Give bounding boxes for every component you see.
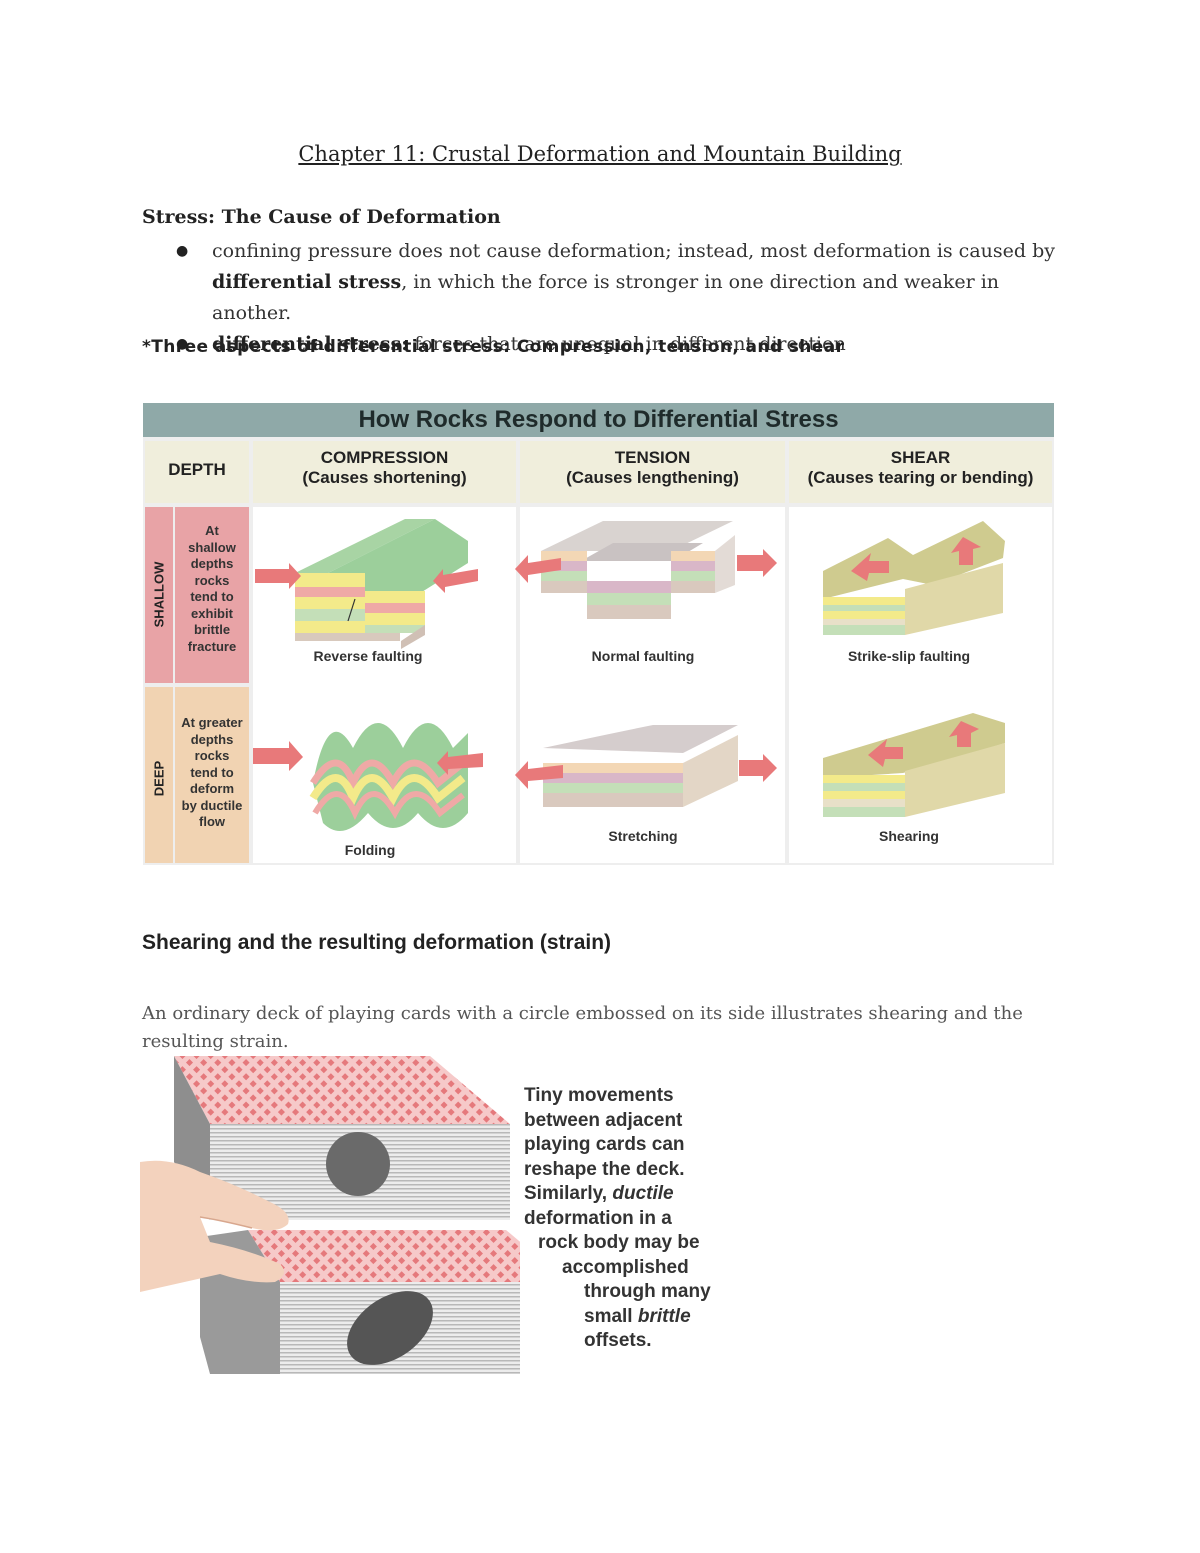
sheared-ellipse (347, 1291, 433, 1365)
reverse-faulting-diagram (255, 519, 478, 649)
column-subtitle: (Causes tearing or bending) (807, 468, 1034, 487)
folding-diagram (253, 723, 483, 831)
aspects-note: *Three aspects of differential stress: C… (142, 337, 845, 357)
column-header-shear: SHEAR (Causes tearing or bending) (789, 441, 1052, 503)
playing-cards-illustration (140, 1056, 520, 1374)
column-name: TENSION (614, 448, 691, 467)
caption-reverse-faulting: Reverse faulting (313, 648, 423, 664)
stretching-diagram (515, 725, 777, 807)
shallow-band: SHALLOW (145, 507, 173, 683)
figure-title: How Rocks Respond to Differential Stress (143, 403, 1054, 437)
depth-label: DEPTH (168, 460, 226, 479)
bullet-list: confining pressure does not cause deform… (142, 236, 1062, 360)
caption-shearing: Shearing (879, 828, 939, 844)
embossed-circle (326, 1132, 390, 1196)
bullet-item: confining pressure does not cause deform… (142, 236, 1062, 329)
bullet-text: confining pressure does not cause deform… (212, 240, 1055, 262)
stress-response-figure: How Rocks Respond to Differential Stress… (143, 403, 1054, 865)
caption-normal-faulting: Normal faulting (591, 648, 695, 664)
section-heading-stress: Stress: The Cause of Deformation (142, 206, 501, 228)
deep-band: DEEP (145, 687, 173, 863)
page-title: Chapter 11: Crustal Deformation and Moun… (298, 142, 902, 166)
column-header-compression: COMPRESSION (Causes shortening) (253, 441, 516, 503)
normal-faulting-diagram (515, 521, 777, 619)
column-name: SHEAR (890, 448, 951, 467)
hand-illustration (140, 1160, 289, 1292)
cards-explanation: Tiny movements between adjacent playing … (524, 1085, 711, 1351)
shearing-diagram (823, 713, 1005, 817)
bullet-bold-term: differential stress: (212, 333, 409, 355)
bullet-item: differential stress: forces that are une… (142, 329, 1062, 360)
depth-header: DEPTH (145, 441, 249, 503)
column-subtitle: (Causes lengthening) (566, 468, 739, 487)
column-header-tension: TENSION (Causes lengthening) (520, 441, 785, 503)
block-diagrams (253, 519, 1005, 831)
cards-paragraph: An ordinary deck of playing cards with a… (142, 1003, 1023, 1052)
strike-slip-faulting-diagram (823, 521, 1005, 635)
bullet-text: forces that are unequal in different dir… (408, 333, 846, 355)
section-heading-shearing: Shearing and the resulting deformation (… (142, 931, 612, 954)
caption-strike-slip-faulting: Strike-slip faulting (847, 648, 971, 664)
caption-stretching: Stretching (608, 828, 678, 844)
caption-folding: Folding (344, 842, 396, 858)
column-name: COMPRESSION (320, 448, 449, 467)
bullet-bold-term: differential stress (212, 271, 402, 293)
column-subtitle: (Causes shortening) (302, 468, 467, 487)
bullet-text: , in which the force is stronger in one … (212, 271, 1000, 324)
